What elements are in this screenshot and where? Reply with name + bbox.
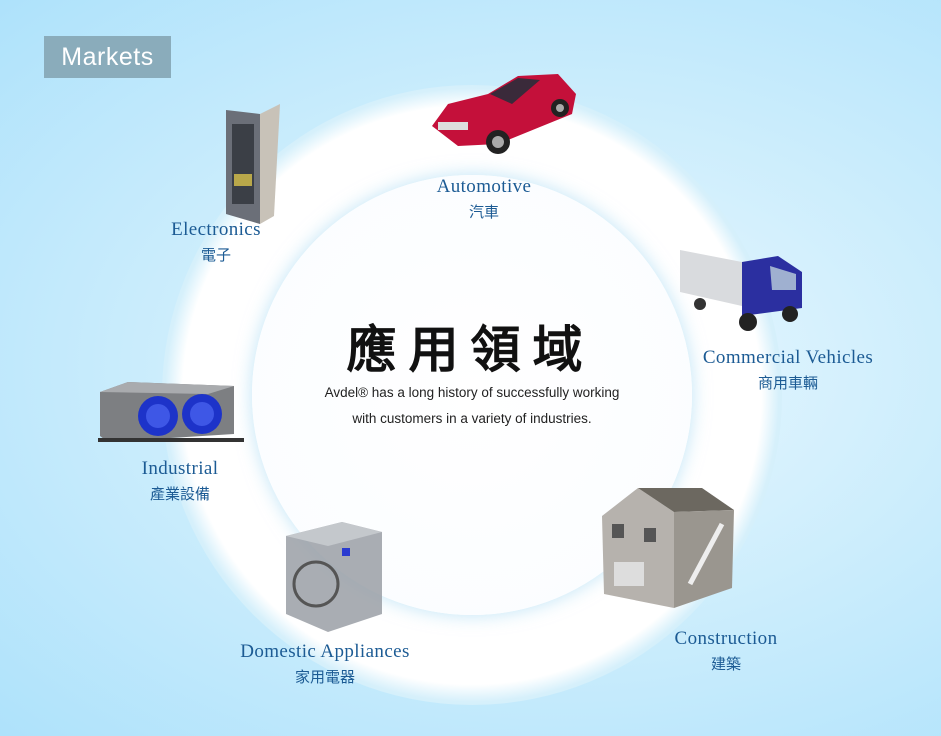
market-automotive[interactable]: Automotive 汽車 xyxy=(437,176,532,222)
market-label-zh: 建築 xyxy=(710,656,741,673)
market-construction[interactable]: Construction 建築 xyxy=(675,628,778,674)
page-title: 應用領域 xyxy=(346,320,595,379)
electronics-image[interactable] xyxy=(222,104,284,226)
market-commercial-vehicles[interactable]: Commercial Vehicles 商用車輛 xyxy=(703,347,873,393)
market-label-en: Automotive xyxy=(436,176,532,197)
market-electronics[interactable]: Electronics 電子 xyxy=(171,219,261,265)
description: Avdel® has a long history of successfull… xyxy=(262,380,682,432)
market-domestic-appliances[interactable]: Domestic Appliances 家用電器 xyxy=(240,641,410,687)
industrial-image[interactable] xyxy=(98,380,244,452)
market-label-en: Domestic Appliances xyxy=(240,641,410,662)
market-industrial[interactable]: Industrial 產業設備 xyxy=(142,458,219,504)
construction-image[interactable] xyxy=(598,484,738,612)
description-line: Avdel® has a long history of successfull… xyxy=(324,385,620,400)
commercial-vehicles-image[interactable] xyxy=(678,246,806,336)
market-label-en: Electronics xyxy=(171,219,261,240)
market-label-zh: 電子 xyxy=(200,247,231,264)
market-label-zh: 產業設備 xyxy=(149,486,211,503)
market-label-en: Commercial Vehicles xyxy=(702,347,874,368)
automotive-image[interactable] xyxy=(428,64,578,166)
market-label-en: Industrial xyxy=(141,458,219,479)
domestic-appliances-image[interactable] xyxy=(282,518,386,636)
market-label-zh: 商用車輛 xyxy=(757,375,819,392)
market-label-zh: 汽車 xyxy=(468,204,499,221)
markets-badge: Markets xyxy=(44,36,171,78)
market-label-zh: 家用電器 xyxy=(294,669,355,686)
market-label-en: Construction xyxy=(674,628,778,649)
description-line: with customers in a variety of industrie… xyxy=(352,411,592,426)
